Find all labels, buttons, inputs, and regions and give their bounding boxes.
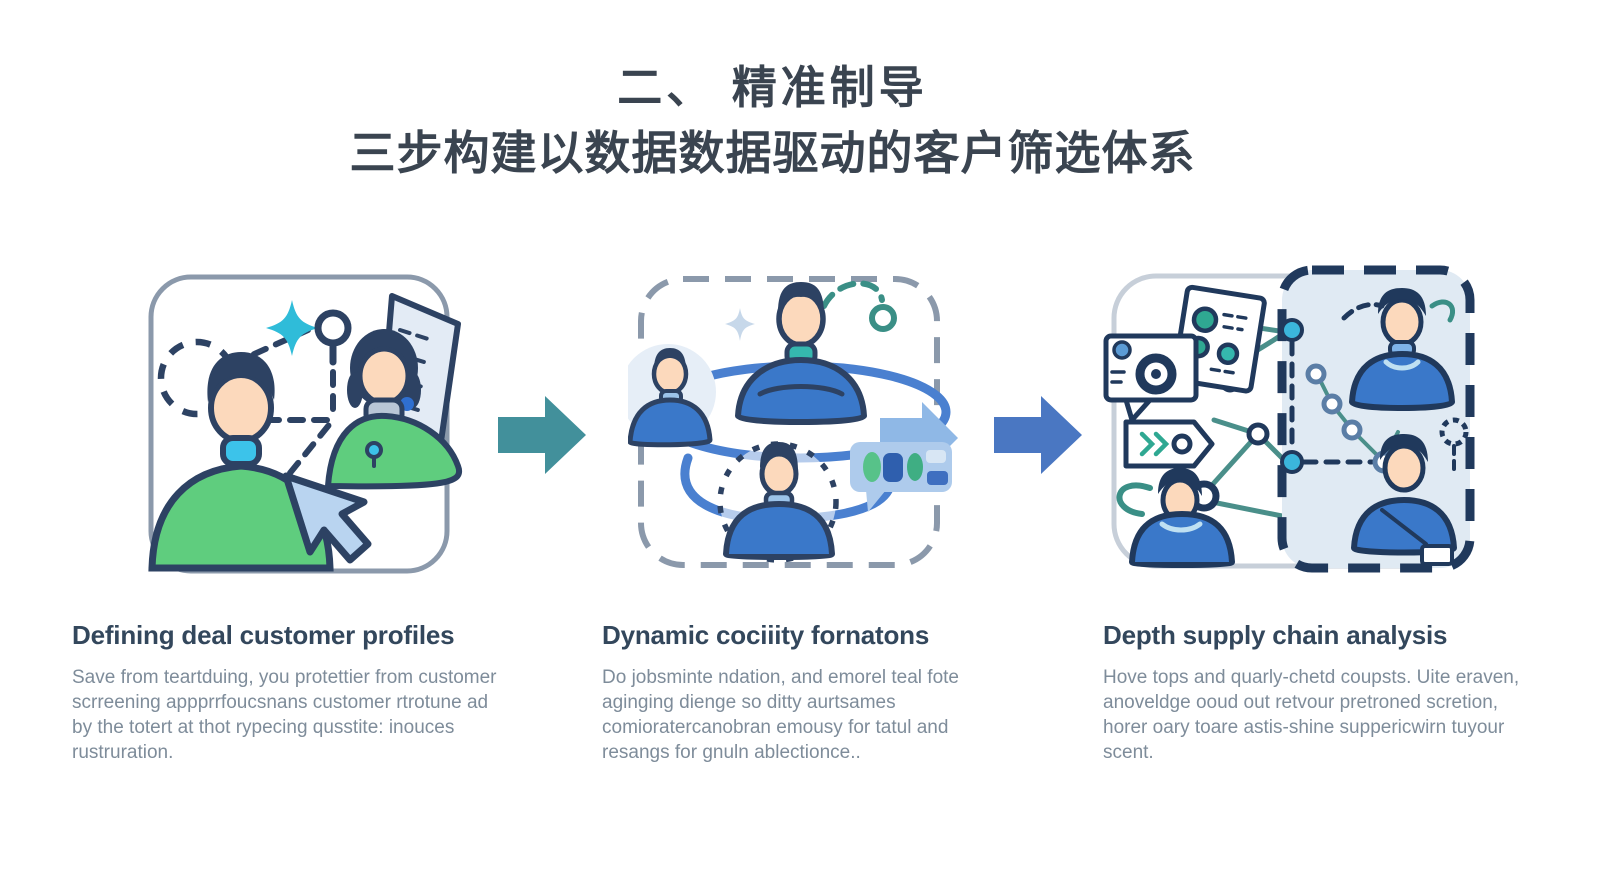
location-pin-icon — [314, 309, 352, 366]
step-1-body: Save from teartduing, you protettier fro… — [72, 667, 497, 763]
step2-to-step3-arrow — [994, 396, 1082, 474]
hook-line — [1429, 299, 1456, 323]
tag-arrow-icon — [1123, 419, 1215, 469]
network-node-icon — [1280, 450, 1304, 474]
person-bust-icon — [734, 282, 868, 425]
sparkle-icon — [725, 308, 755, 341]
step-1-text-block: Defining deal customer profiles Save fro… — [72, 620, 504, 765]
step1-to-step2-arrow — [498, 396, 586, 474]
cursor-arrow-icon — [282, 472, 372, 564]
person-bust-icon — [1348, 288, 1456, 411]
person-bust-icon — [1116, 468, 1236, 568]
title-line-1: 二、 精准制导 — [617, 62, 928, 113]
network-node-icon — [1246, 422, 1270, 446]
dynamic-community-illustration — [620, 262, 960, 580]
gear-card-icon — [1103, 333, 1199, 423]
woman-bust-icon — [324, 329, 463, 490]
network-node-icon — [1341, 419, 1363, 441]
step-3-heading: Depth supply chain analysis — [1103, 620, 1448, 650]
person-in-dashed-ring-icon — [717, 441, 839, 563]
network-node-icon — [1305, 363, 1327, 385]
person-bust-icon — [1350, 434, 1458, 566]
step-3-text-block: Depth supply chain analysis Hove tops an… — [1103, 620, 1523, 765]
step-2-heading: Dynamic cociiity fornatons — [602, 620, 930, 650]
title-line-2: 三步构建以数据数据驱动的客户筛选体系 — [349, 127, 1196, 180]
title-block: 二、 精准制导 三步构建以数据数据驱动的客户筛选体系 — [0, 60, 1545, 184]
supply-chain-network-illustration — [1096, 262, 1480, 580]
man-bust-icon — [148, 352, 334, 572]
person-in-circle-icon — [620, 344, 716, 448]
dashed-arc-icon — [821, 280, 897, 332]
step-3-body: Hove tops and quarly-chetd coupsts. Uite… — [1103, 667, 1520, 763]
step-2-body: Do jobsminte ndation, and emorel teal fo… — [602, 667, 959, 763]
dynamic-community-svg — [620, 276, 958, 568]
dashed-panel — [1277, 265, 1475, 573]
network-node-icon — [1280, 318, 1304, 342]
network-node-icon — [1321, 393, 1343, 415]
step-2-text-block: Dynamic cociiity fornatons Do jobsminte … — [602, 620, 1010, 765]
supply-chain-network-svg — [1103, 265, 1475, 573]
ideal-customer-profile-svg — [148, 274, 463, 574]
ideal-customer-profile-illustration — [140, 268, 465, 580]
sparkle-star-icon — [266, 300, 318, 356]
gear-flower-icon — [1439, 417, 1469, 474]
step-1-heading: Defining deal customer profiles — [72, 620, 455, 650]
speech-chart-bubble-icon — [850, 402, 958, 512]
